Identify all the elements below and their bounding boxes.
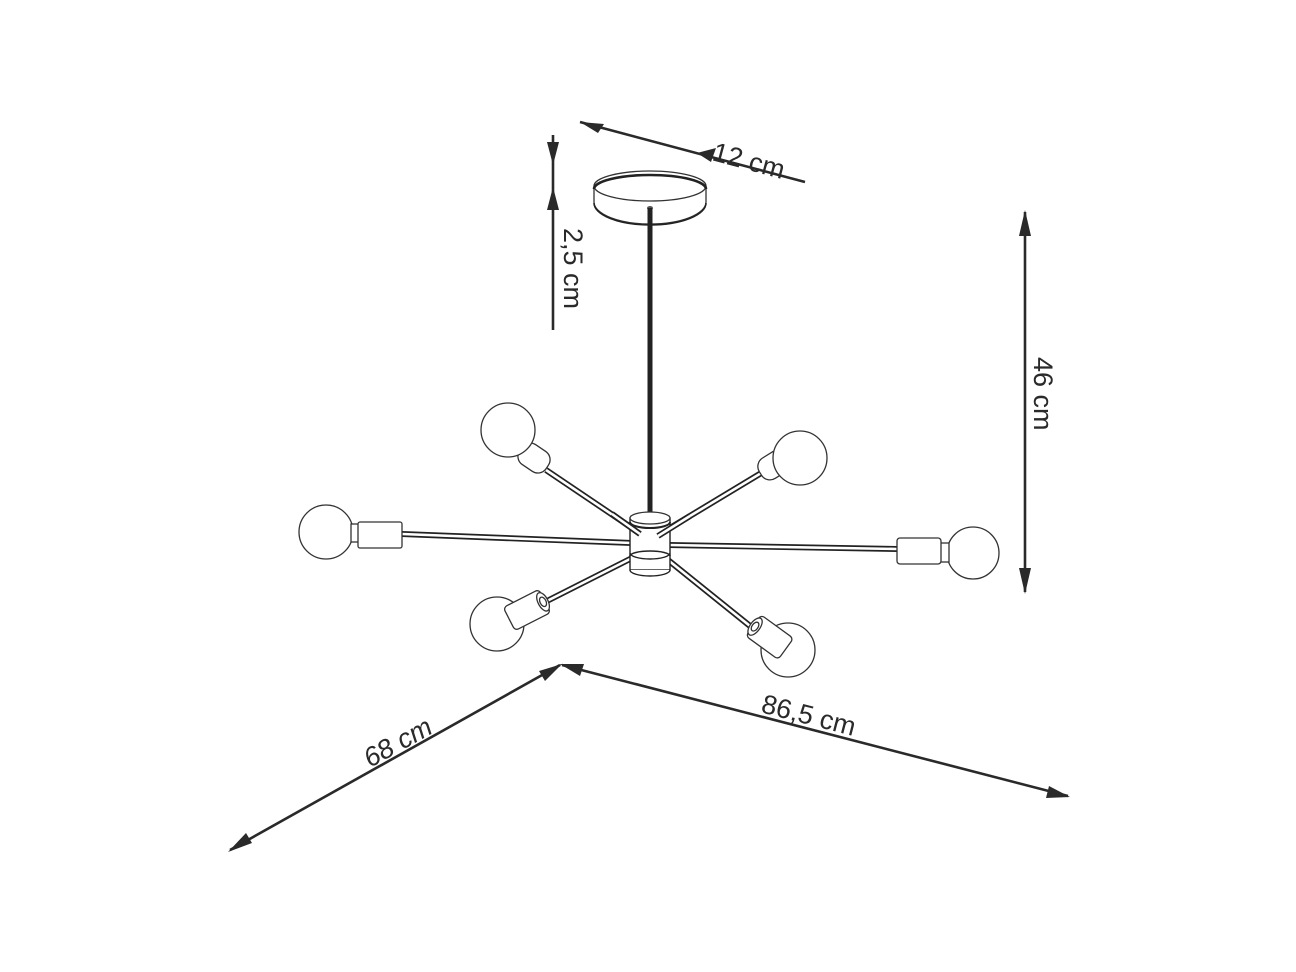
lamp-drawing [298,170,1000,678]
label-depth: 68 cm [358,711,437,773]
arrowhead-icon [560,664,584,676]
dimension-depth: 68 cm [228,663,562,852]
label-total-height: 46 cm [1028,357,1058,431]
arrowhead-icon [1019,210,1031,236]
label-canopy-height: 2,5 cm [558,228,588,309]
dimension-line-depth [229,663,561,852]
arrowhead-icon [547,142,559,165]
dimension-width: 86,5 cm [560,663,1070,798]
bulb-lower-left [469,590,551,652]
label-width: 86,5 cm [758,689,858,742]
bulb-left [298,504,403,560]
dimension-line-canopy-diameter [579,120,806,184]
label-canopy-diameter: 12 cm [709,137,788,185]
dimension-line-width [561,663,1069,798]
bulb-icon [298,504,354,560]
bulb-lower-right [746,615,816,678]
arrowhead-icon [539,664,562,681]
dimension-total-height: 46 cm [1019,210,1058,594]
socket-icon [357,521,403,549]
arms [401,467,898,633]
bulb-upper-right [757,430,828,486]
bulb-icon [480,402,536,458]
bulb-icon [946,526,1000,580]
bulb-right [896,526,1000,580]
dimension-canopy-height: 2,5 cm [547,135,588,330]
arrowhead-icon [1019,568,1031,594]
arrowhead-icon [580,122,604,133]
bulb-upper-left [480,402,551,474]
socket-icon [896,537,942,565]
arrowhead-icon [1046,786,1070,798]
central-hub [610,511,692,577]
arrowhead-icon [697,148,716,162]
arrowhead-icon [547,187,559,210]
arrowhead-icon [228,833,252,852]
bulb-icon [772,430,828,486]
